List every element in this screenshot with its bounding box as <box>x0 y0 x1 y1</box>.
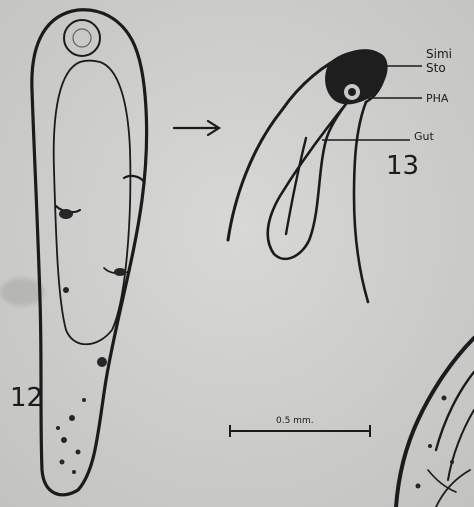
label-simi: Simi <box>426 47 452 61</box>
specimen-13-number: 13 <box>386 151 419 181</box>
label-gut: Gut <box>414 130 434 143</box>
paper-stain <box>0 278 44 306</box>
specimen-12-number: 12 <box>10 383 43 413</box>
label-pha: PHA <box>426 92 449 105</box>
label-sto: Sto <box>426 61 446 75</box>
scale-bar-label: 0.5 mm. <box>276 416 314 426</box>
